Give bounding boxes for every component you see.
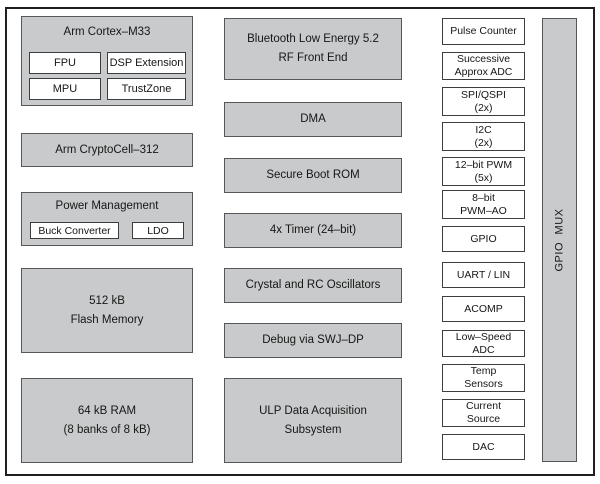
block-label-line1: Successive bbox=[456, 53, 511, 65]
block-label-line2: (8 banks of 8 kB) bbox=[63, 423, 151, 436]
block-current-source: Current Source bbox=[442, 399, 525, 427]
block-gpio-mux: GPIO MUX bbox=[542, 18, 577, 462]
block-ram: 64 kB RAM (8 banks of 8 kB) bbox=[21, 378, 193, 463]
subblock-dsp-extension: DSP Extension bbox=[107, 52, 186, 74]
subblock-trustzone: TrustZone bbox=[107, 78, 186, 100]
block-temp-sensors: Temp Sensors bbox=[442, 364, 525, 392]
subblock-fpu: FPU bbox=[29, 52, 101, 74]
block-label-line2: (2x) bbox=[474, 136, 493, 149]
block-spi-qspi: SPI/QSPI (2x) bbox=[442, 87, 525, 116]
subblock-ldo: LDO bbox=[132, 222, 184, 239]
block-label-line2: PWM–AO bbox=[460, 204, 507, 217]
block-label-line1: Temp bbox=[470, 365, 497, 377]
block-label-line1: Bluetooth Low Energy 5.2 bbox=[247, 33, 379, 45]
block-title: Arm Cortex–M33 bbox=[63, 26, 151, 38]
block-label: GPIO MUX bbox=[553, 208, 566, 272]
block-ble-rf-front-end: Bluetooth Low Energy 5.2 RF Front End bbox=[224, 18, 402, 80]
block-i2c: I2C (2x) bbox=[442, 122, 525, 151]
block-label-line1: Current bbox=[465, 400, 501, 412]
block-debug-swj-dp: Debug via SWJ–DP bbox=[224, 323, 402, 358]
block-acomp: ACOMP bbox=[442, 296, 525, 322]
subblock-buck-converter: Buck Converter bbox=[30, 222, 119, 239]
block-label-line2: Subsystem bbox=[284, 423, 342, 436]
block-label-line2: Approx ADC bbox=[454, 66, 513, 78]
block-label: UART / LIN bbox=[456, 268, 511, 281]
block-4x-timer: 4x Timer (24–bit) bbox=[224, 213, 402, 248]
block-gpio: GPIO bbox=[442, 226, 525, 252]
block-8bit-pwm-ao: 8–bit PWM–AO bbox=[442, 190, 525, 219]
block-label: Crystal and RC Oscillators bbox=[245, 279, 381, 291]
block-low-speed-adc: Low–Speed ADC bbox=[442, 330, 525, 357]
block-label-line2: (5x) bbox=[474, 171, 493, 184]
block-title: Power Management bbox=[55, 200, 159, 212]
block-label-line2: ADC bbox=[472, 343, 495, 356]
block-label-line2: Source bbox=[466, 413, 501, 425]
block-label-line2: Sensors bbox=[464, 378, 503, 390]
block-dma: DMA bbox=[224, 102, 402, 137]
block-label-line1: ULP Data Acquisition bbox=[259, 404, 367, 417]
block-power-management: Power Management Buck Converter LDO bbox=[21, 192, 193, 246]
block-label-line1: 64 kB RAM bbox=[77, 404, 137, 417]
block-label-line2: RF Front End bbox=[278, 52, 348, 64]
block-pulse-counter: Pulse Counter bbox=[442, 18, 525, 45]
block-uart-lin: UART / LIN bbox=[442, 262, 525, 288]
block-label: 4x Timer (24–bit) bbox=[269, 224, 357, 236]
block-label-line2: (2x) bbox=[474, 101, 493, 114]
subblock-mpu: MPU bbox=[29, 78, 101, 100]
block-label-line1: Low–Speed bbox=[455, 330, 512, 343]
block-label-line1: 512 kB bbox=[89, 294, 125, 307]
block-flash-memory: 512 kB Flash Memory bbox=[21, 268, 193, 353]
block-arm-cortex-m33: Arm Cortex–M33 FPU DSP Extension MPU Tru… bbox=[21, 16, 193, 106]
block-12bit-pwm: 12–bit PWM (5x) bbox=[442, 157, 525, 186]
block-label-line1: SPI/QSPI bbox=[461, 88, 506, 101]
block-label-line1: 12–bit PWM bbox=[454, 158, 513, 171]
block-label: Arm CryptoCell–312 bbox=[55, 143, 159, 156]
block-ulp-data-acquisition: ULP Data Acquisition Subsystem bbox=[224, 378, 402, 463]
block-dac: DAC bbox=[442, 434, 525, 460]
block-label: DMA bbox=[300, 113, 326, 125]
block-label: GPIO bbox=[470, 232, 497, 245]
block-secure-boot-rom: Secure Boot ROM bbox=[224, 158, 402, 193]
diagram-frame: Arm Cortex–M33 FPU DSP Extension MPU Tru… bbox=[5, 7, 595, 476]
block-arm-cryptocell-312: Arm CryptoCell–312 bbox=[21, 133, 193, 167]
block-crystal-rc-oscillators: Crystal and RC Oscillators bbox=[224, 268, 402, 303]
block-label-line1: I2C bbox=[475, 123, 492, 136]
block-label: Debug via SWJ–DP bbox=[262, 334, 364, 346]
block-label: DAC bbox=[472, 440, 495, 453]
block-label: ACOMP bbox=[464, 302, 503, 315]
block-label: Pulse Counter bbox=[450, 25, 517, 37]
block-label: Secure Boot ROM bbox=[266, 169, 360, 181]
block-label-line2: Flash Memory bbox=[70, 313, 144, 326]
block-successive-approx-adc: Successive Approx ADC bbox=[442, 52, 525, 80]
block-label-line1: 8–bit bbox=[472, 191, 495, 204]
